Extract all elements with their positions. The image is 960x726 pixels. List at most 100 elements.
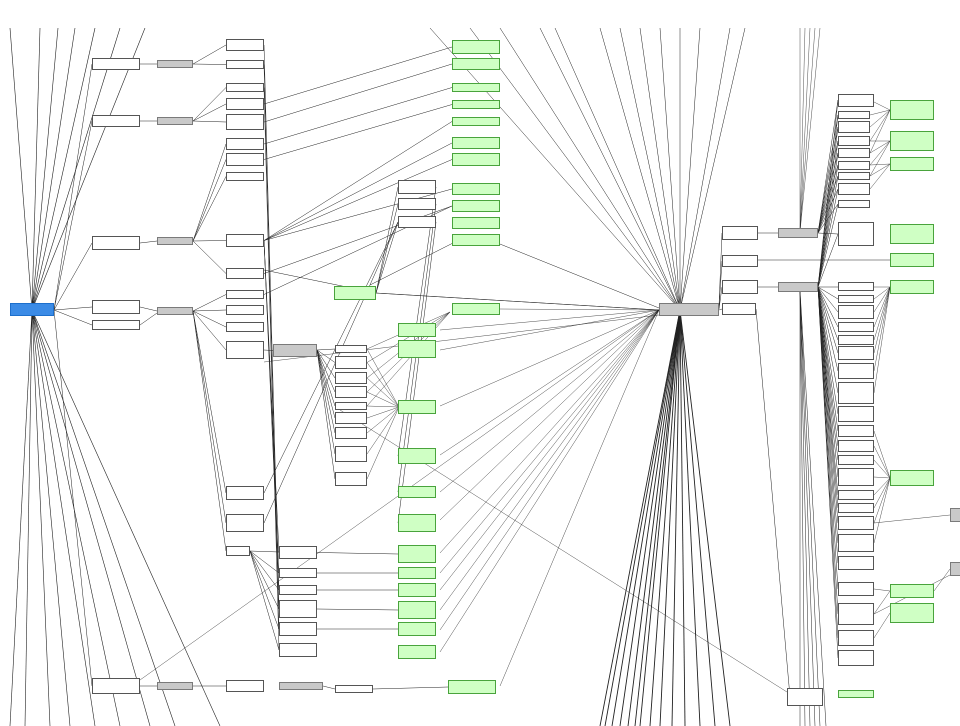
edge [375,292,660,311]
edge [873,477,891,524]
edge [192,44,227,65]
edge [817,188,839,288]
edge [799,27,811,233]
edge [249,550,280,651]
edge [366,406,400,434]
edge [316,349,336,393]
edge [263,221,399,524]
diagram-node [226,39,264,51]
leaf-node [398,567,436,579]
diagram-node [279,585,317,595]
edge [263,104,453,160]
edge [397,221,437,524]
edge [439,309,660,521]
diagram-node [335,356,367,369]
edge [316,349,336,407]
diagram-node [838,346,874,360]
hub-node [157,117,193,125]
leaf-node [452,153,500,166]
edge [873,286,891,341]
diagram-node [722,303,756,315]
diagram-node [838,490,874,500]
edge [869,140,891,177]
diagram-node [226,83,264,92]
diagram-node [787,688,823,706]
diagram-node [335,345,367,353]
leaf-node [452,117,500,126]
edge [817,114,839,234]
diagram-node [335,446,367,462]
leaf-node [398,323,436,337]
diagram-node [838,295,874,303]
hub-node [778,282,818,292]
edge [817,286,839,564]
edge [192,310,227,494]
edge [817,99,839,288]
edge [263,221,399,494]
edge [755,308,791,698]
edge [366,391,400,408]
edge [817,286,839,372]
diagram-node [838,305,874,319]
edge [263,121,453,241]
edge [24,309,33,726]
diagram-node [838,222,874,246]
edge [192,120,227,123]
edge [249,550,280,574]
top-margin [0,0,960,28]
leaf-node [398,645,436,659]
edge [869,140,891,154]
edge [366,311,451,363]
leaf-node [398,486,436,498]
edge [869,109,891,142]
leaf-node [890,253,934,267]
diagram-node [838,603,874,625]
edge [263,349,274,351]
leaf-node [890,470,934,486]
edge [366,348,400,408]
edge [263,63,453,123]
edge [53,306,93,311]
hub-node [157,237,193,245]
edge [263,87,453,145]
diagram-node [226,514,264,532]
edge [499,27,681,311]
edge [31,309,151,726]
edge [31,309,121,726]
edge [439,309,660,653]
leaf-node [838,690,874,698]
edge [192,310,227,328]
edge [192,176,227,242]
edge [817,140,839,288]
edge [873,477,891,544]
diagram-node [279,546,317,559]
diagram-node [279,600,317,618]
edge [31,309,51,726]
edge [439,309,660,554]
edge [192,159,227,242]
edge [634,309,681,726]
edge [817,126,839,288]
diagram-node [838,322,874,332]
diagram-node [226,114,264,130]
diagram-node [279,622,317,636]
edge [366,406,400,480]
edge [873,445,891,479]
edge [799,27,816,233]
edge [53,242,93,311]
edge [817,203,839,288]
edge [817,164,839,288]
diagram-node [226,486,264,500]
edge [53,309,93,687]
edge [192,294,227,312]
edge [869,163,891,190]
diagram-node [722,280,758,294]
edge [369,241,456,286]
edge [539,27,681,311]
diagram-node [838,382,874,404]
hub-node [157,307,193,315]
edge [817,286,839,590]
edge [817,286,839,524]
edge [817,286,839,354]
diagram-node [226,322,264,332]
